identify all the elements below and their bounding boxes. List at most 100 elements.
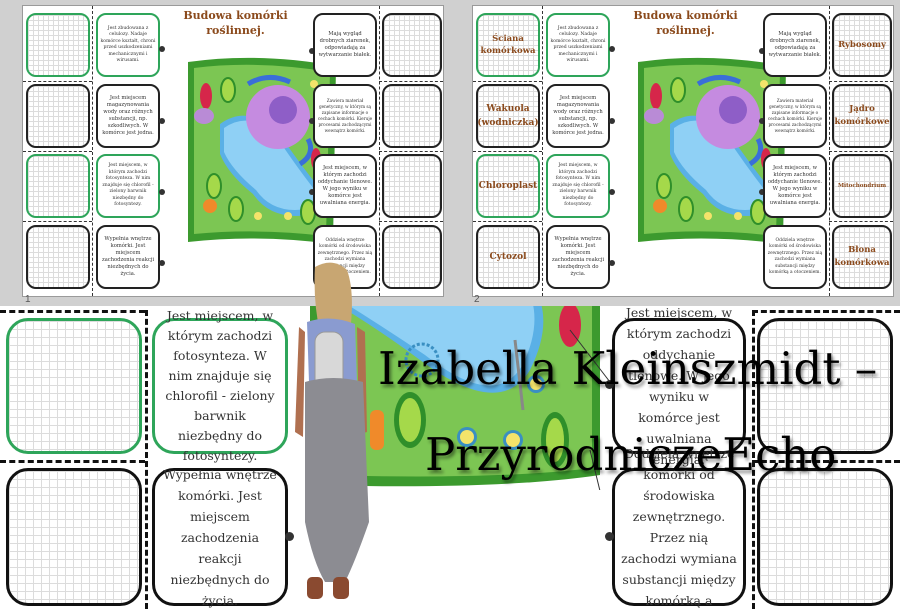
cut-line [23,221,92,222]
term-box[interactable] [26,13,90,77]
cut-line [473,221,542,222]
term-label: Błona komórkowa [834,245,890,268]
description-text: Jest miejscem, w którym zachodzi fotosyn… [552,163,604,208]
author-watermark-line-1: Izabella Kleinszmidt – [378,342,878,395]
term-box-cytosol[interactable]: Cytozol [476,225,540,289]
term-box[interactable] [382,225,442,289]
description-box-nucleus: Zawiera materiał genetyczny, w którym są… [763,84,827,148]
connector-dot [309,118,315,124]
description-box-cytosol: Wypełnia wnętrze komórki. Jest miejscem … [152,467,288,608]
term-label [384,227,440,287]
cut-line [379,151,443,152]
description-box-chloroplast: Jest miejscem, w którym zachodzi fotosyn… [546,154,610,218]
term-label [384,15,440,75]
term-box-empty[interactable] [6,318,142,454]
connector-dot [159,189,165,195]
term-box[interactable] [382,154,442,218]
description-box-nucleus: Zawiera materiał genetyczny, w którym są… [313,84,377,148]
term-label [384,86,440,146]
slide-title: Budowa komórki roślinnej. [183,9,288,37]
connector-dot [609,118,615,124]
connector-dot [609,260,615,266]
plant-cell-illustration [188,57,336,244]
term-box[interactable] [382,13,442,77]
term-box-empty[interactable] [757,468,893,606]
cut-line [379,81,443,82]
description-box-mitochondrium: Jest miejscem, w którym zachodzi oddycha… [763,154,827,218]
term-label [28,86,88,146]
cut-line [23,151,92,152]
description-box-membrane: Oddziela wnętrze komórki od środowiska z… [612,446,746,608]
cut-line [829,81,893,82]
term-box-nucleus[interactable]: Jądro komórkowe [832,84,892,148]
term-box[interactable] [26,225,90,289]
cut-line [0,460,145,463]
term-box-membrane[interactable]: Błona komórkowa [832,225,892,289]
connector-dot [285,532,294,541]
description-box-vacuole: Jest miejscem magazynowania wody oraz ró… [546,84,610,148]
term-box-chloroplast[interactable]: Chloroplast [476,154,540,218]
description-box-chloroplast: Jest miejscem, w którym zachodzi fotosyn… [96,154,160,218]
term-label [28,227,88,287]
plant-cell-illustration [638,57,786,244]
slide-thumbnail-2[interactable]: Ściana komórkowa Wakuola (wodniczka) Chl… [472,5,894,297]
term-label [28,156,88,216]
term-box[interactable] [382,84,442,148]
description-text: Wypełnia wnętrze komórki. Jest miejscem … [163,466,277,608]
term-label: Cytozol [489,252,527,262]
description-text: Zawiera materiał genetyczny, w którym są… [317,98,373,133]
cut-line [379,221,443,222]
slide-thumbnail-strip: Jest zbudowana z celulozy. Nadaje komórc… [0,0,900,306]
cut-line [473,81,542,82]
author-watermark-line-2: PrzyrodniczeEcho [425,428,837,481]
golgi-icon [370,410,384,450]
term-box-mitochondrium[interactable]: Mitochondrium [832,154,892,218]
cut-line [145,310,148,609]
description-text: Wypełnia wnętrze komórki. Jest miejscem … [551,236,605,277]
description-box-ribosomes: Mają wygląd drobnych ziarenek, odpowiada… [763,13,827,77]
term-label: Mitochondrium [837,183,887,189]
term-box[interactable] [26,84,90,148]
description-box-mitochondrium: Jest miejscem, w którym zachodzi oddycha… [313,154,377,218]
slide-thumbnail-1[interactable]: Jest zbudowana z celulozy. Nadaje komórc… [22,5,444,297]
term-box-vacuole[interactable]: Wakuola (wodniczka) [476,84,540,148]
connector-dot [159,260,165,266]
description-text: Jest zbudowana z celulozy. Nadaje komórc… [550,25,606,64]
term-box-ribosomes[interactable]: Rybosomy [832,13,892,77]
cut-line [0,310,145,313]
cut-line [829,151,893,152]
description-text: Zawiera materiał genetyczny, w którym są… [767,98,823,133]
connector-dot [159,46,165,52]
description-text: Wypełnia wnętrze komórki. Jest miejscem … [101,236,155,277]
description-text: Mają wygląd drobnych ziarenek, odpowiada… [318,31,372,58]
description-text: Jest miejscem, w którym zachodzi oddycha… [317,165,373,206]
connector-dot [309,189,315,195]
term-label [28,15,88,75]
slide-title: Budowa komórki roślinnej. [633,9,738,37]
connector-dot [605,532,614,541]
connector-dot [759,189,765,195]
cut-line [23,81,92,82]
cut-line [752,460,900,463]
cut-line [92,6,93,296]
description-text: Jest miejscem, w którym zachodzi fotosyn… [102,163,154,208]
description-box-cell-wall: Jest zbudowana z celulozy. Nadaje komórc… [546,13,610,77]
connector-dot [609,46,615,52]
term-label [384,156,440,216]
connector-dot [609,189,615,195]
term-box-empty[interactable] [757,318,893,454]
term-label: Jądro komórkowe [834,104,890,127]
term-box[interactable] [26,154,90,218]
term-box-empty[interactable] [6,468,142,606]
description-box-cell-wall: Jest zbudowana z celulozy. Nadaje komórc… [96,13,160,77]
term-box-cell-wall[interactable]: Ściana komórkowa [476,13,540,77]
description-text: Jest miejscem, w którym zachodzi oddycha… [767,165,823,206]
description-text: Oddziela wnętrze komórki od środowiska z… [767,237,823,276]
slide-number: 1 [25,294,31,305]
term-label: Rybosomy [838,40,886,50]
cut-line [752,310,900,313]
slide-number: 2 [474,294,480,305]
description-box-ribosomes: Mają wygląd drobnych ziarenek, odpowiada… [313,13,377,77]
cut-line [752,310,755,609]
connector-dot [759,118,765,124]
